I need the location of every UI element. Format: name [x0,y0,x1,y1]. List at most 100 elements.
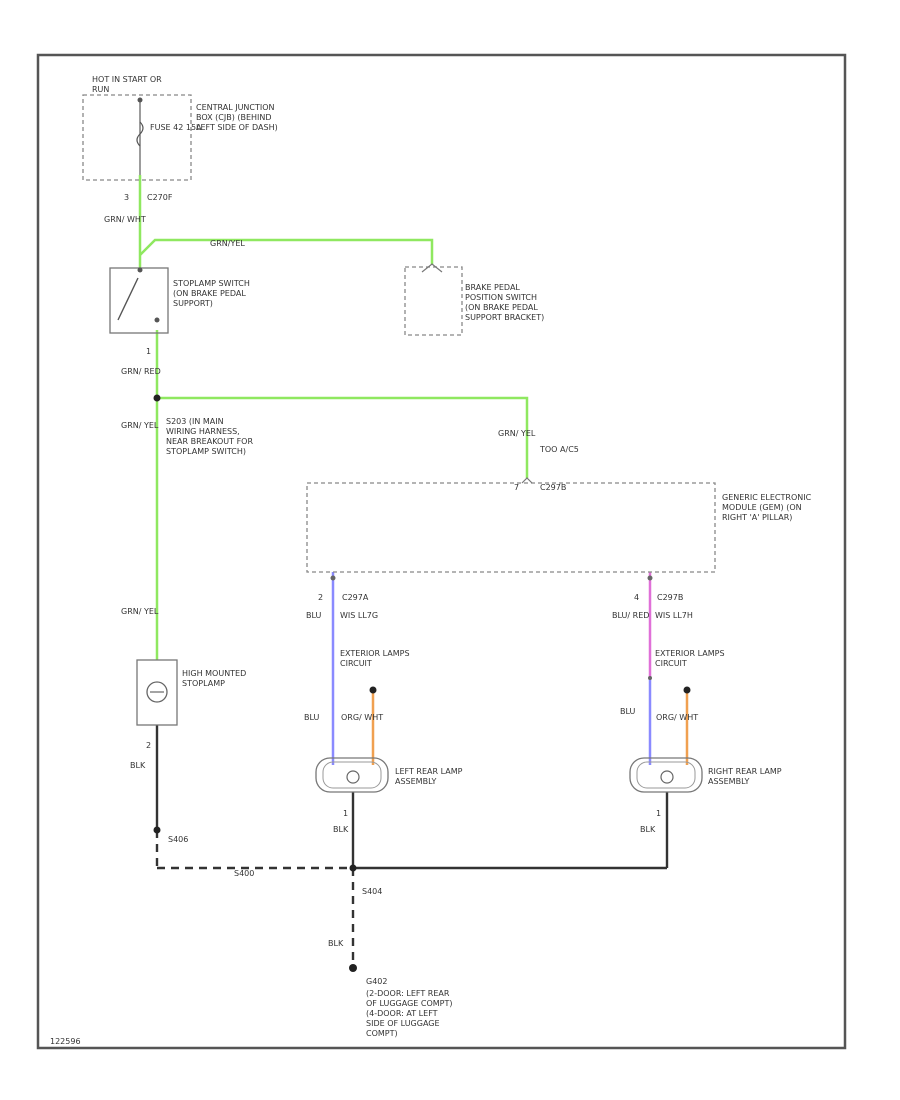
wire-label-blk-stop: BLK [130,761,146,770]
gem-left-note: WIS LL7G [340,611,378,620]
wire-label-blu-right-lower: BLU [620,707,636,716]
label-line: SUPPORT) [173,299,213,308]
left-lamp-inner [322,761,382,789]
gem-right-pin-icon [647,575,653,581]
switch-blade-icon [117,277,139,321]
left-exterior-lamps-dot [369,686,377,694]
high-mount-ground-pin: 2 [146,741,151,750]
wire-label-blu-red-right: BLU/ RED [612,611,649,620]
gem-right-connector: C297B [657,593,683,602]
left-lamp-outer [315,757,389,793]
gem-right-pin: 4 [634,593,639,602]
wire-label-grn-yel-mid: GRN/ YEL [498,429,536,438]
switch-terminal-in [137,267,143,273]
splice-s406-label: S406 [168,835,188,844]
gem-left-pin-icon [330,575,336,581]
label-line: BRAKE PEDAL [465,283,520,292]
label-line: CIRCUIT [340,659,372,668]
label-line: (4-DOOR: AT LEFT [366,1009,438,1018]
label-line: POSITION SWITCH [465,293,537,302]
label-line: BOX (CJB) (BEHIND [196,113,272,122]
right-lamp-bulb-icon [660,770,674,784]
label-line: ASSEMBLY [708,777,749,786]
label-line: EXTERIOR LAMPS [655,649,725,658]
high-mount-stoplamp-box [136,659,178,726]
label-line: RUN [92,85,109,94]
splice-s406-dot [153,826,161,834]
label-line: STOPLAMP SWITCH) [166,447,246,456]
gem-input-pin-icon [521,477,533,484]
gem-input-note: TOO A/C5 [539,445,579,454]
right-exterior-lamps-dot [683,686,691,694]
label-line: LEFT REAR LAMP [395,767,463,776]
gem-module-outline [306,482,716,573]
label-line: (ON BRAKE PEDAL [173,289,246,298]
wire-label-blu-left-lower: BLU [304,713,320,722]
wire-label-grn-wht: GRN/ WHT [104,215,146,224]
wire-label-grn-yel-left: GRN/ YEL [121,421,159,430]
fuse-icon [136,121,144,147]
splice-s203-dot [153,394,161,402]
label-line: HIGH MOUNTED [182,669,246,678]
label-line: CENTRAL JUNCTION [196,103,275,112]
left-lamp-pin: 1 [343,809,348,818]
label-line: S203 (IN MAIN [166,417,224,426]
label-line: STOPLAMP SWITCH [173,279,250,288]
stoplamp-switch-pin: 1 [146,347,151,356]
splice-s400-label: S400 [234,869,254,878]
wire-grn-yel-top [139,238,434,265]
wire-label-grn-red: GRN/ RED [121,367,161,376]
ground-g402-label: G402 [366,977,387,986]
wire-label-org-wht-right: ORG/ WHT [656,713,698,722]
label-line: GENERIC ELECTRONIC [722,493,812,502]
wire-grn-yel-mid [157,396,529,478]
label-line: (ON BRAKE PEDAL [465,303,538,312]
label-line: WIRING HARNESS, [166,427,240,436]
wire-label-org-wht-left: ORG/ WHT [341,713,383,722]
label-line: EXTERIOR LAMPS [340,649,410,658]
label-line: CIRCUIT [655,659,687,668]
label-line: RIGHT 'A' PILLAR) [722,513,792,522]
high-mount-bulb-icon [146,681,168,703]
label-line: SIDE OF LUGGAGE [366,1019,440,1028]
switch-terminal-out [154,317,160,323]
label-line: MODULE (GEM) (ON [722,503,802,512]
ground-g402-dot [349,964,357,972]
brake-pedal-switch-outline [404,266,463,336]
wire-label-blk-left: BLK [333,825,349,834]
label-line: COMPT) [366,1029,398,1038]
wires [138,175,689,968]
wire-label-blk-right: BLK [640,825,656,834]
power-pin: 3 [124,193,129,202]
label-line: HOT IN START OR [92,75,162,84]
label-line: OF LUGGAGE COMPT) [366,999,453,1008]
wire-label-blk-bottom: BLK [328,939,344,948]
wire-label-blu-left: BLU [306,611,322,620]
junction-box-outline [82,94,192,181]
right-lamp-pin: 1 [656,809,661,818]
diagram-border [36,53,847,1050]
right-lamp-inner [636,761,696,789]
splice-s404-label: S404 [362,887,382,896]
fuse-terminal-top [137,97,143,103]
label-line: (2-DOOR: LEFT REAR [366,989,450,998]
fuse-label: FUSE 42 15A [150,123,202,132]
gem-right-note: WIS LL7H [655,611,693,620]
label-line: NEAR BREAKOUT FOR [166,437,253,446]
splice-s404-dot [349,864,357,872]
figure-id: 122596 [50,1037,81,1046]
label-line: SUPPORT BRACKET) [465,313,544,322]
label-line: STOPLAMP [182,679,225,688]
